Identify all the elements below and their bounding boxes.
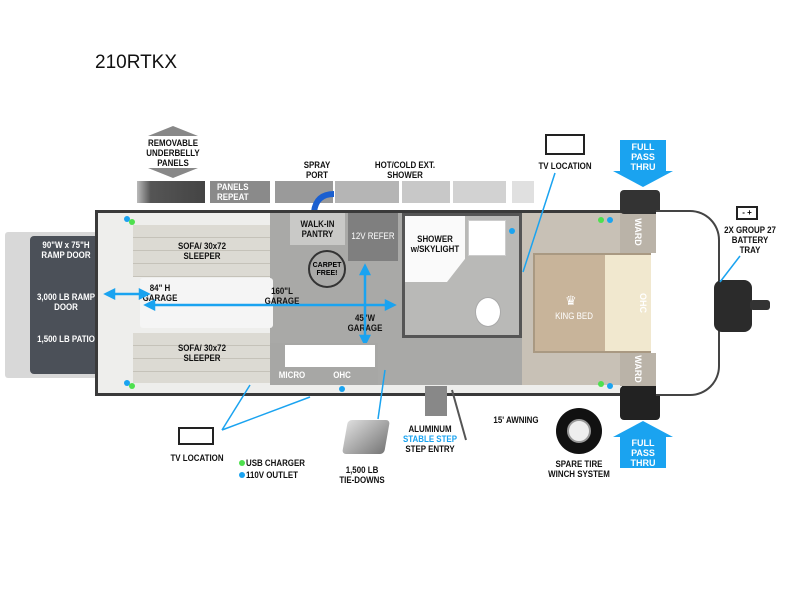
patio-label: 1,500 LB PATIO xyxy=(37,334,95,344)
kitchen-sink-stove xyxy=(285,345,375,367)
sofa-bottom-label: SOFA/ 30x72 SLEEPER xyxy=(177,343,226,363)
ext-shower-label: HOT/COLD EXT. SHOWER xyxy=(374,160,436,180)
garage-floor xyxy=(140,278,273,328)
usb-marker xyxy=(598,217,604,223)
underbelly-panel xyxy=(453,181,506,203)
ramp-size-label: 90"W x 75"H RAMP DOOR xyxy=(41,240,91,260)
garage-dimension-arrows-icon xyxy=(103,263,397,347)
underbelly-panel xyxy=(402,181,450,203)
spare-tire-icon xyxy=(556,408,602,454)
garage-height-label: 84" H GARAGE xyxy=(142,283,178,303)
usb-marker xyxy=(129,219,135,225)
sofa-top-label: SOFA/ 30x72 SLEEPER xyxy=(177,241,226,261)
kitchen-ohc-label: OHC xyxy=(333,370,351,380)
underbelly-label: REMOVABLE UNDERBELLY PANELS xyxy=(146,138,200,168)
tiedowns-label: 1,500 LB TIE-DOWNS xyxy=(339,465,385,485)
shower xyxy=(405,216,465,282)
step-label-1: ALUMINUM xyxy=(408,424,452,434)
sofa-top: SOFA/ 30x72 SLEEPER xyxy=(133,225,270,277)
pass-thru-storage-bottom xyxy=(620,386,660,420)
spare-tire-label: SPARE TIRE WINCH SYSTEM xyxy=(548,459,610,479)
sofa-bottom: SOFA/ 30x72 SLEEPER xyxy=(133,333,270,383)
crown-icon: ♛ xyxy=(565,293,577,308)
spray-hose-icon xyxy=(311,191,335,213)
shower-label: SHOWER w/SKYLIGHT xyxy=(410,234,460,254)
ramp-weight-label: 3,000 LB RAMP DOOR xyxy=(36,292,96,312)
arrow-down-icon xyxy=(613,171,673,187)
king-bed-label: KING BED xyxy=(555,311,593,321)
outlet-marker xyxy=(124,380,130,386)
usb-marker xyxy=(129,383,135,389)
pass-thru-bottom-callout: FULL PASS THRU STORAGE xyxy=(620,436,666,478)
outlet-marker xyxy=(607,217,613,223)
panels-repeat-label: PANELS REPEAT xyxy=(217,182,249,202)
pass-thru-storage-top xyxy=(620,190,660,214)
outlet-marker xyxy=(607,383,613,389)
pantry-label: WALK-IN PANTRY xyxy=(300,219,335,239)
tv-location-top-label: TV LOCATION xyxy=(538,161,592,171)
battery-icon: - + xyxy=(736,206,758,220)
underbelly-panel-dark xyxy=(137,181,205,203)
model-title: 210RTKX xyxy=(95,52,178,73)
arrow-up-icon xyxy=(613,421,673,437)
awning-label: 15' AWNING xyxy=(493,415,539,425)
carpet-free-badge: CARPET FREE! xyxy=(308,250,346,288)
usb-marker xyxy=(598,381,604,387)
pass-thru-bottom-label: FULL PASS THRU STORAGE xyxy=(620,438,666,478)
usb-legend-label: USB CHARGER xyxy=(246,458,305,468)
usb-legend-icon xyxy=(239,460,245,466)
wardrobe-bottom: WARD xyxy=(620,353,656,386)
underbelly-arrows-icon xyxy=(148,126,198,178)
underbelly-panel: PANELS REPEAT xyxy=(210,181,270,203)
walk-in-pantry: WALK-IN PANTRY xyxy=(290,213,345,245)
refer-label: 12V REFER xyxy=(351,231,395,241)
tv-icon xyxy=(178,427,214,445)
outlet-marker xyxy=(339,386,345,392)
toilet xyxy=(475,297,501,327)
wardrobe-top: WARD xyxy=(620,213,656,253)
battery-tray xyxy=(714,280,752,332)
tv-icon xyxy=(545,134,585,155)
outlet-marker xyxy=(124,216,130,222)
underbelly-panel xyxy=(335,181,399,203)
underbelly-panel xyxy=(512,181,534,203)
king-bed: ♛ KING BED xyxy=(533,253,651,353)
refrigerator: 12V REFER xyxy=(348,213,398,261)
outlet-legend-label: 110V OUTLET xyxy=(246,470,298,480)
outlet-marker xyxy=(509,228,515,234)
hitch xyxy=(750,300,770,310)
bathroom-sink xyxy=(468,220,506,256)
garage-length-label: 160"L GARAGE xyxy=(264,286,300,306)
tie-down-icon xyxy=(342,420,390,454)
step-label-3: STEP ENTRY xyxy=(405,444,455,454)
outlet-legend-icon xyxy=(239,472,245,478)
step-label-2: STABLE STEP xyxy=(403,434,457,444)
pillows xyxy=(605,255,651,351)
tv-location-bottom-label: TV LOCATION xyxy=(170,453,224,463)
micro-label: MICRO xyxy=(278,370,306,380)
battery-label: 2X GROUP 27 BATTERY TRAY xyxy=(724,225,776,255)
spray-port-label: SPRAY PORT xyxy=(303,160,331,180)
